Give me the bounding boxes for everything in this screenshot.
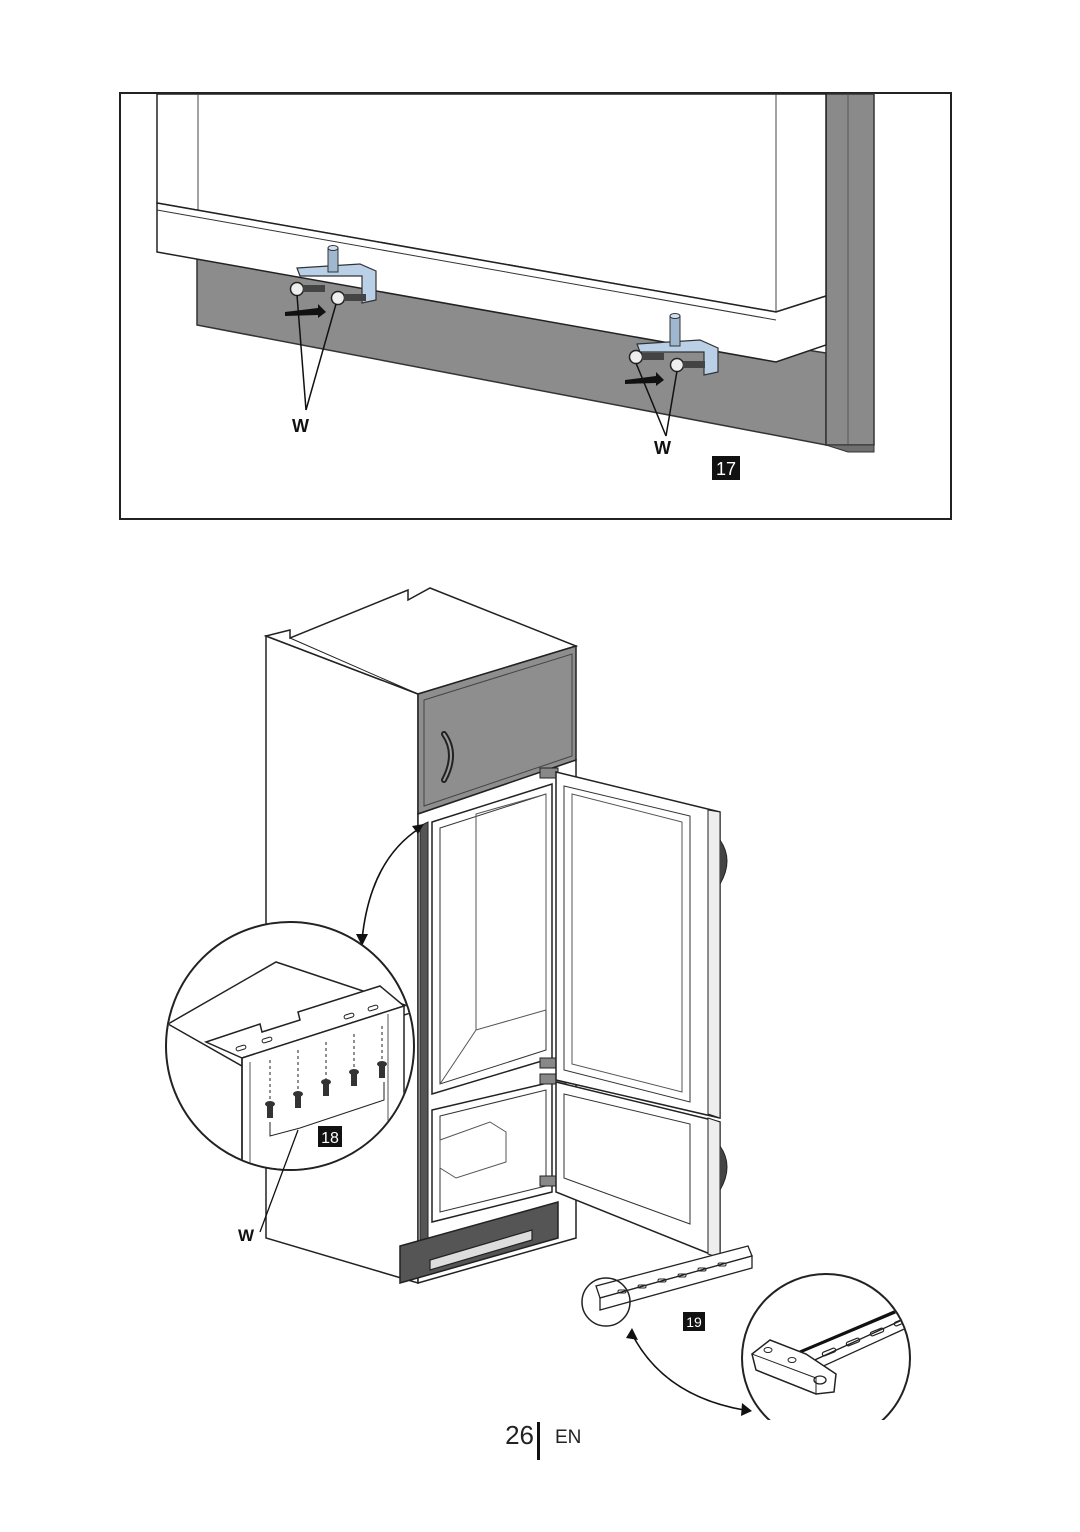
label-w: W	[238, 1226, 255, 1245]
screw-icon	[669, 357, 685, 373]
door-bottom-edge	[156, 202, 827, 363]
figure-number: 19	[686, 1314, 702, 1330]
figure-17: W W 17	[119, 92, 952, 520]
figure-18-19: W 18 19	[165, 587, 911, 1420]
language-code: EN	[555, 1427, 582, 1448]
zoom-detail-18	[165, 921, 415, 1171]
label-w-left: W	[292, 416, 309, 436]
figure-number-badge	[318, 1126, 342, 1147]
figure-number-badge	[683, 1312, 705, 1331]
zoom-marker-circle	[581, 1277, 631, 1327]
figure-number: 17	[716, 459, 736, 479]
vent-grille	[429, 1229, 533, 1271]
screw-icon	[289, 281, 305, 297]
figure-number: 18	[321, 1130, 339, 1147]
fridge-compartment	[431, 782, 553, 1096]
zoom-detail-19	[741, 1273, 911, 1420]
screw-icon	[330, 290, 346, 306]
label-w-right: W	[654, 438, 671, 458]
page-number: 26	[505, 1420, 534, 1450]
plinth-strip	[595, 1245, 753, 1311]
cabinet-side-panel	[825, 93, 875, 446]
screw-icon	[628, 349, 644, 365]
right-hinge-bracket	[625, 313, 719, 386]
left-hinge-bracket	[285, 245, 377, 318]
footer-divider	[537, 1422, 540, 1460]
figure-number-badge	[712, 456, 740, 480]
